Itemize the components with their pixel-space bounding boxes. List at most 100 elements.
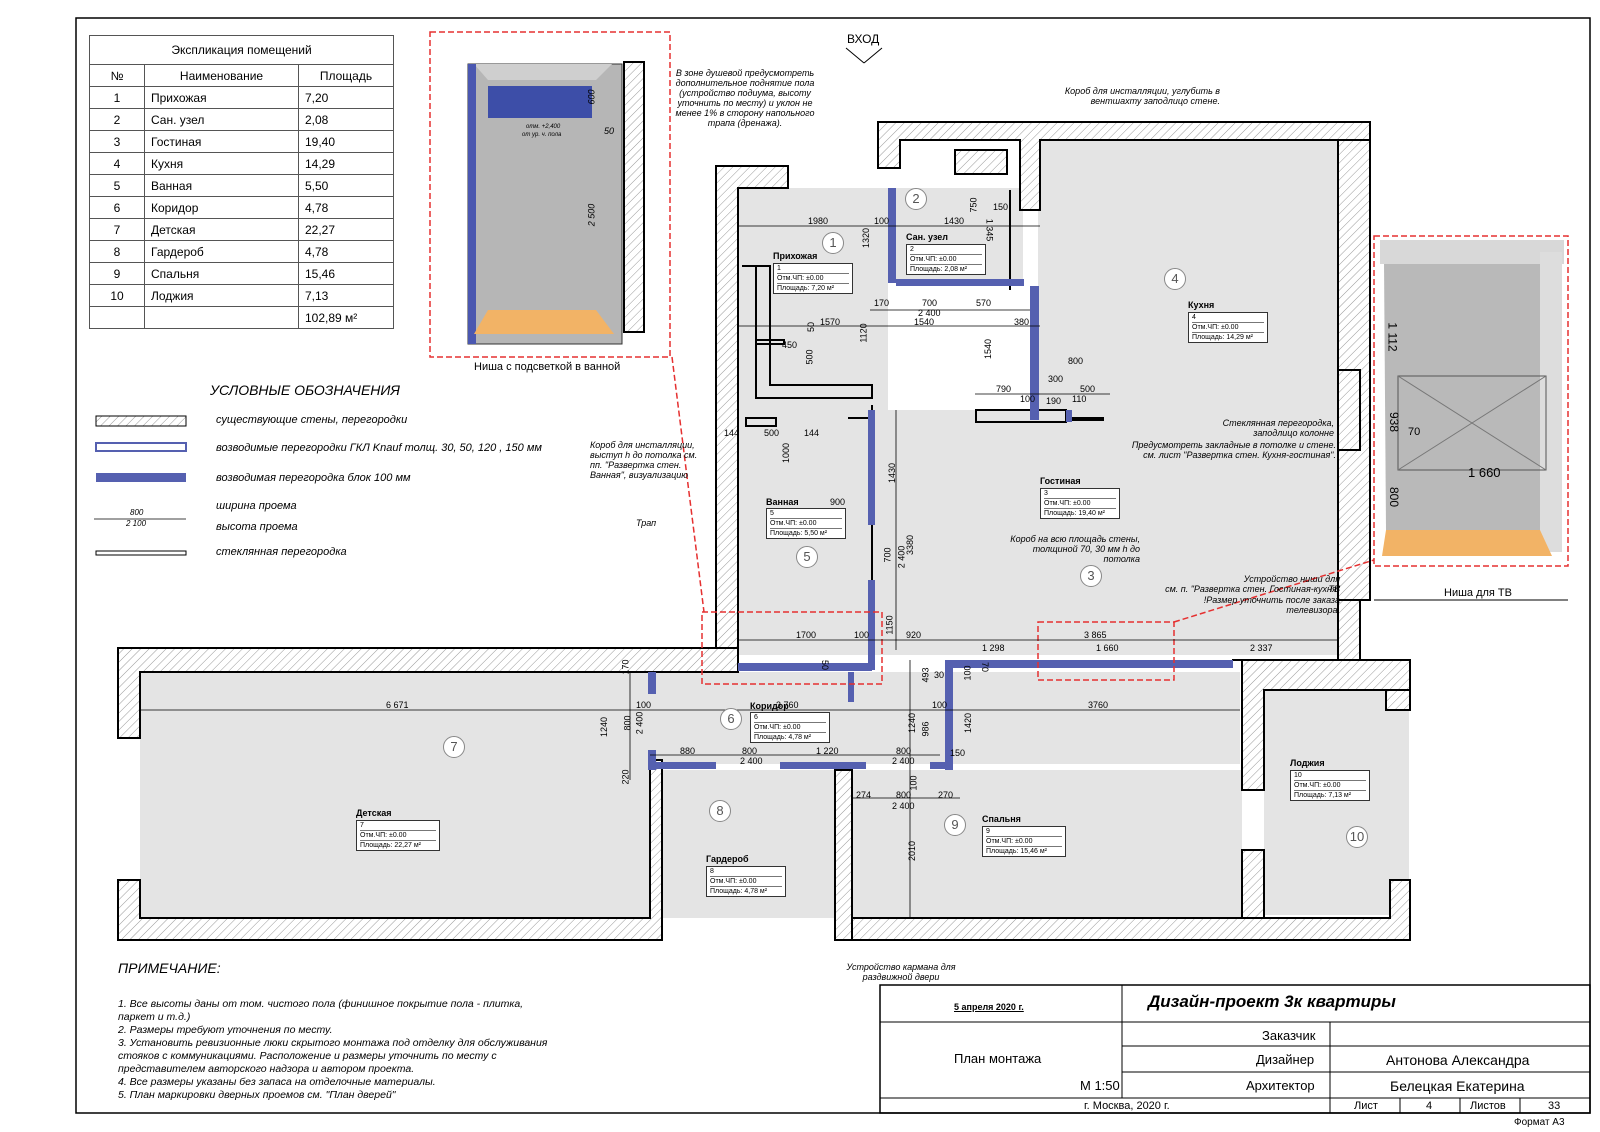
niche-tv-caption: Ниша для ТВ <box>1444 587 1512 599</box>
tb-designer-label: Дизайнер <box>1256 1052 1315 1067</box>
niche-bath-dim: 50 <box>604 126 615 136</box>
dim-label: 2 400 <box>892 801 915 811</box>
dim-label: 100 <box>874 216 890 226</box>
niche-bath-dim: 600 <box>586 89 597 105</box>
dim-label: 570 <box>976 298 992 308</box>
tb-architect: Белецкая Екатерина <box>1390 1078 1525 1094</box>
dim-label: 100 <box>962 665 973 681</box>
dim-label: 880 <box>680 746 696 756</box>
room-name: Сан. узел <box>906 232 949 242</box>
note-tv2: см. п. "Развертка стен. Гостиная-кухня" <box>1165 584 1340 594</box>
niche-bath-mark2: от ур. ч. пола <box>522 132 562 138</box>
dim-label: 70 <box>980 661 991 673</box>
callout-markers <box>671 356 1375 685</box>
dim-label: 1 345 <box>984 218 995 242</box>
dim-label: 900 <box>830 497 846 507</box>
legend-item-opening-height: высота проема <box>216 521 298 533</box>
dim-label: 100 <box>932 700 948 710</box>
dim-label: 800 <box>896 790 912 800</box>
room-name: Детская <box>356 808 392 818</box>
tb-designer: Антонова Александра <box>1386 1052 1530 1068</box>
dim-label: 700 <box>922 298 938 308</box>
niche-bath-mark: отм. +2,400 <box>526 124 561 130</box>
dim-label: 1430 <box>944 216 965 226</box>
note-embedded: Предусмотреть закладные в потолке и стен… <box>1131 440 1336 450</box>
room-number: 1 <box>822 232 844 254</box>
dim-label: 380 <box>1014 317 1030 327</box>
dim-label: 986 <box>920 721 931 737</box>
niche-tv-inset <box>1373 235 1569 601</box>
dim-label: 750 <box>968 197 979 213</box>
room-name: Коридор <box>750 701 789 711</box>
dim-label: 144 <box>724 428 740 438</box>
dim-label: 3 760 <box>776 700 799 710</box>
tb-sheet-label: Лист <box>1354 1100 1378 1112</box>
room-name: Спальня <box>982 814 1021 824</box>
dim-label: 1980 <box>808 216 829 226</box>
dim-label: 2 400 <box>634 711 645 735</box>
room-number: 9 <box>944 814 966 836</box>
dim-label: 1240 <box>599 716 610 738</box>
tb-project: Дизайн-проект 3к квартиры <box>1148 992 1396 1011</box>
explication-total: 102,89 м² <box>298 306 394 329</box>
dim-label: 170 <box>620 659 631 675</box>
dim-label: 1420 <box>963 712 974 734</box>
legend-item-opening-width: ширина проема <box>216 500 297 512</box>
tb-sheet-name: План монтажа <box>954 1051 1042 1066</box>
niche-bath-caption: Ниша с подсветкой в ванной <box>474 361 621 373</box>
dim-label: 800 <box>622 715 633 731</box>
legend-title: УСЛОВНЫЕ ОБОЗНАЧЕНИЯ <box>210 382 400 398</box>
legend-sample-height: 2 100 <box>126 519 147 528</box>
room-name: Кухня <box>1188 300 1215 310</box>
dim-label: 1150 <box>884 615 895 635</box>
legend-samples <box>95 415 187 556</box>
new-partitions <box>648 188 1233 770</box>
tb-scale: М 1:50 <box>1080 1078 1120 1093</box>
remark-line: 5. План маркировки дверных проемов см. "… <box>118 1089 396 1101</box>
remark-line: 2. Размеры требуют уточнения по месту. <box>118 1024 333 1036</box>
niche-tv-dim: 938 <box>1387 411 1402 433</box>
dim-label: 3760 <box>1088 700 1109 710</box>
dim-label: 493 <box>920 667 931 683</box>
room-name: Лоджия <box>1290 758 1325 768</box>
dim-label: 450 <box>782 340 798 350</box>
dim-label: 1540 <box>983 338 994 360</box>
explication-header-name: Наименование <box>144 64 299 87</box>
entrance-mark <box>845 47 865 64</box>
remark-line: представителем авторского надзора и авто… <box>118 1063 415 1075</box>
glass-partition <box>1072 417 1104 421</box>
niche-bath-dim: 2 500 <box>586 203 597 227</box>
room-number: 6 <box>720 708 742 730</box>
note-drain: Трап <box>636 518 657 528</box>
table-row-total: 102,89 м² <box>89 306 394 329</box>
legend-item-block: возводимая перегородка блок 100 мм <box>216 472 411 484</box>
tb-sheets-total: 33 <box>1548 1100 1561 1112</box>
dimension-lines <box>94 225 1338 918</box>
dim-label: 3380 <box>905 534 916 556</box>
room-number: 2 <box>905 188 927 210</box>
dim-label: 3 865 <box>1084 630 1107 640</box>
dim-label: 500 <box>804 349 815 365</box>
dim-label: 274 <box>856 790 872 800</box>
tb-format: Формат А3 <box>1514 1117 1565 1128</box>
note-tv3: !Размер уточнить после заказа телевизора… <box>1203 595 1340 615</box>
room-number: 7 <box>443 736 465 758</box>
explication-header-no: № <box>89 64 145 87</box>
dim-label: 1120 <box>858 323 869 343</box>
dim-label: 50 <box>806 321 817 333</box>
explication-table: Экспликация помещений № Наименование Пло… <box>89 35 394 329</box>
note-wall-box: Короб на всю площадь стены, толщиной 70,… <box>1010 534 1140 564</box>
dim-label: 1 298 <box>982 643 1005 653</box>
dim-label: 800 <box>896 746 912 756</box>
dim-label: 270 <box>938 790 954 800</box>
dim-label: 500 <box>1080 384 1096 394</box>
dim-label: 2 400 <box>892 756 915 766</box>
legend-item-glass: стеклянная перегородка <box>216 546 347 558</box>
